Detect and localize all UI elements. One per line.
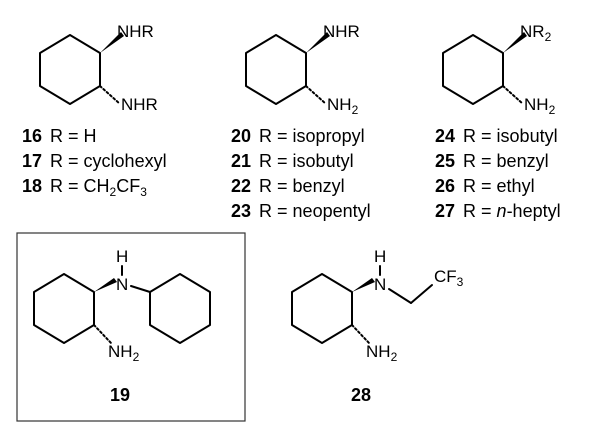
- label-h: H: [116, 247, 128, 266]
- structure-diamine-nhr-nh2: NHR NH2: [245, 22, 360, 117]
- compound-number-19: 19: [110, 385, 130, 405]
- label-nhr-top: NHR: [323, 22, 360, 41]
- compound-number-28: 28: [351, 385, 371, 405]
- label-nr2-top: NR2: [520, 22, 552, 44]
- label-n: N: [374, 275, 386, 294]
- label-nh2-bottom: NH2: [327, 95, 359, 117]
- structure-compound-28: N H CF3 NH2 28: [291, 247, 464, 405]
- wedge-bond: [503, 32, 527, 53]
- label-nhr-top: NHR: [117, 22, 154, 41]
- label-nh2: NH2: [108, 342, 140, 364]
- compound-19-frame: [16, 232, 246, 422]
- structure-diamine-bis-nhr: NHR NHR: [39, 22, 158, 114]
- cyclohexyl-ring: [149, 273, 211, 344]
- label-nhr-bottom: NHR: [121, 95, 158, 114]
- structure-diamine-nr2-nh2: NR2 NH2: [442, 22, 556, 117]
- label-nh2-bottom: NH2: [524, 95, 556, 117]
- wedge-bond: [306, 32, 330, 53]
- structure-compound-19: N H NH2 19: [33, 247, 211, 405]
- label-n: N: [116, 275, 128, 294]
- wedge-bond: [94, 278, 117, 292]
- label-h: H: [374, 247, 386, 266]
- label-cf3: CF3: [434, 267, 464, 289]
- wedge-bond: [100, 32, 124, 53]
- label-nh2: NH2: [366, 342, 398, 364]
- wedge-bond: [352, 278, 375, 292]
